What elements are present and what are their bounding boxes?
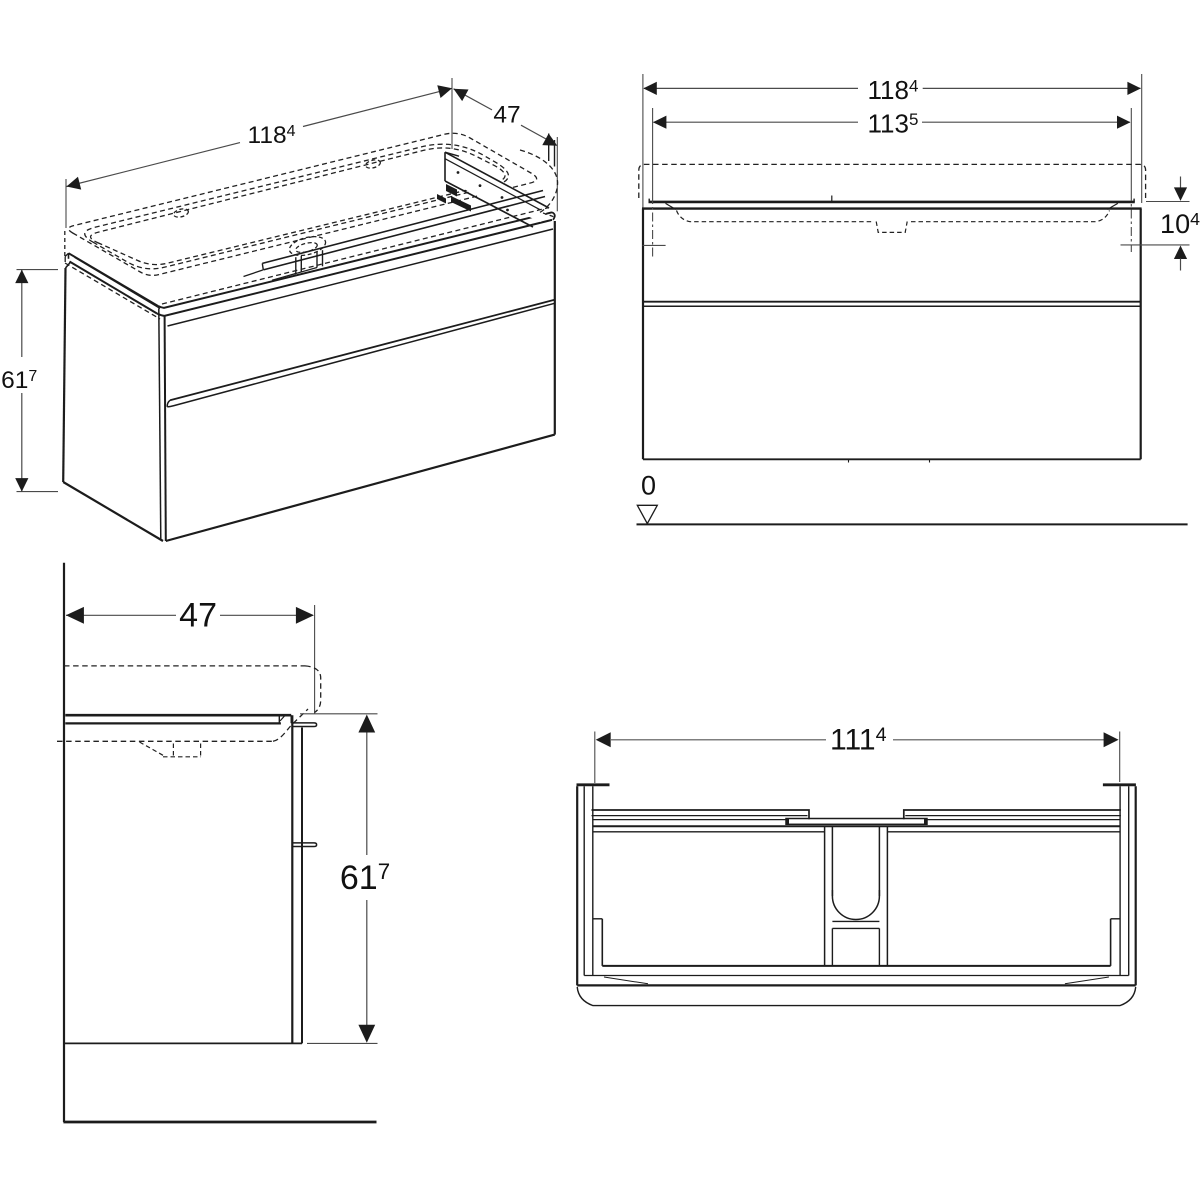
svg-text:0: 0 [641, 471, 656, 501]
svg-text:47: 47 [179, 597, 217, 635]
svg-text:47: 47 [493, 102, 520, 129]
